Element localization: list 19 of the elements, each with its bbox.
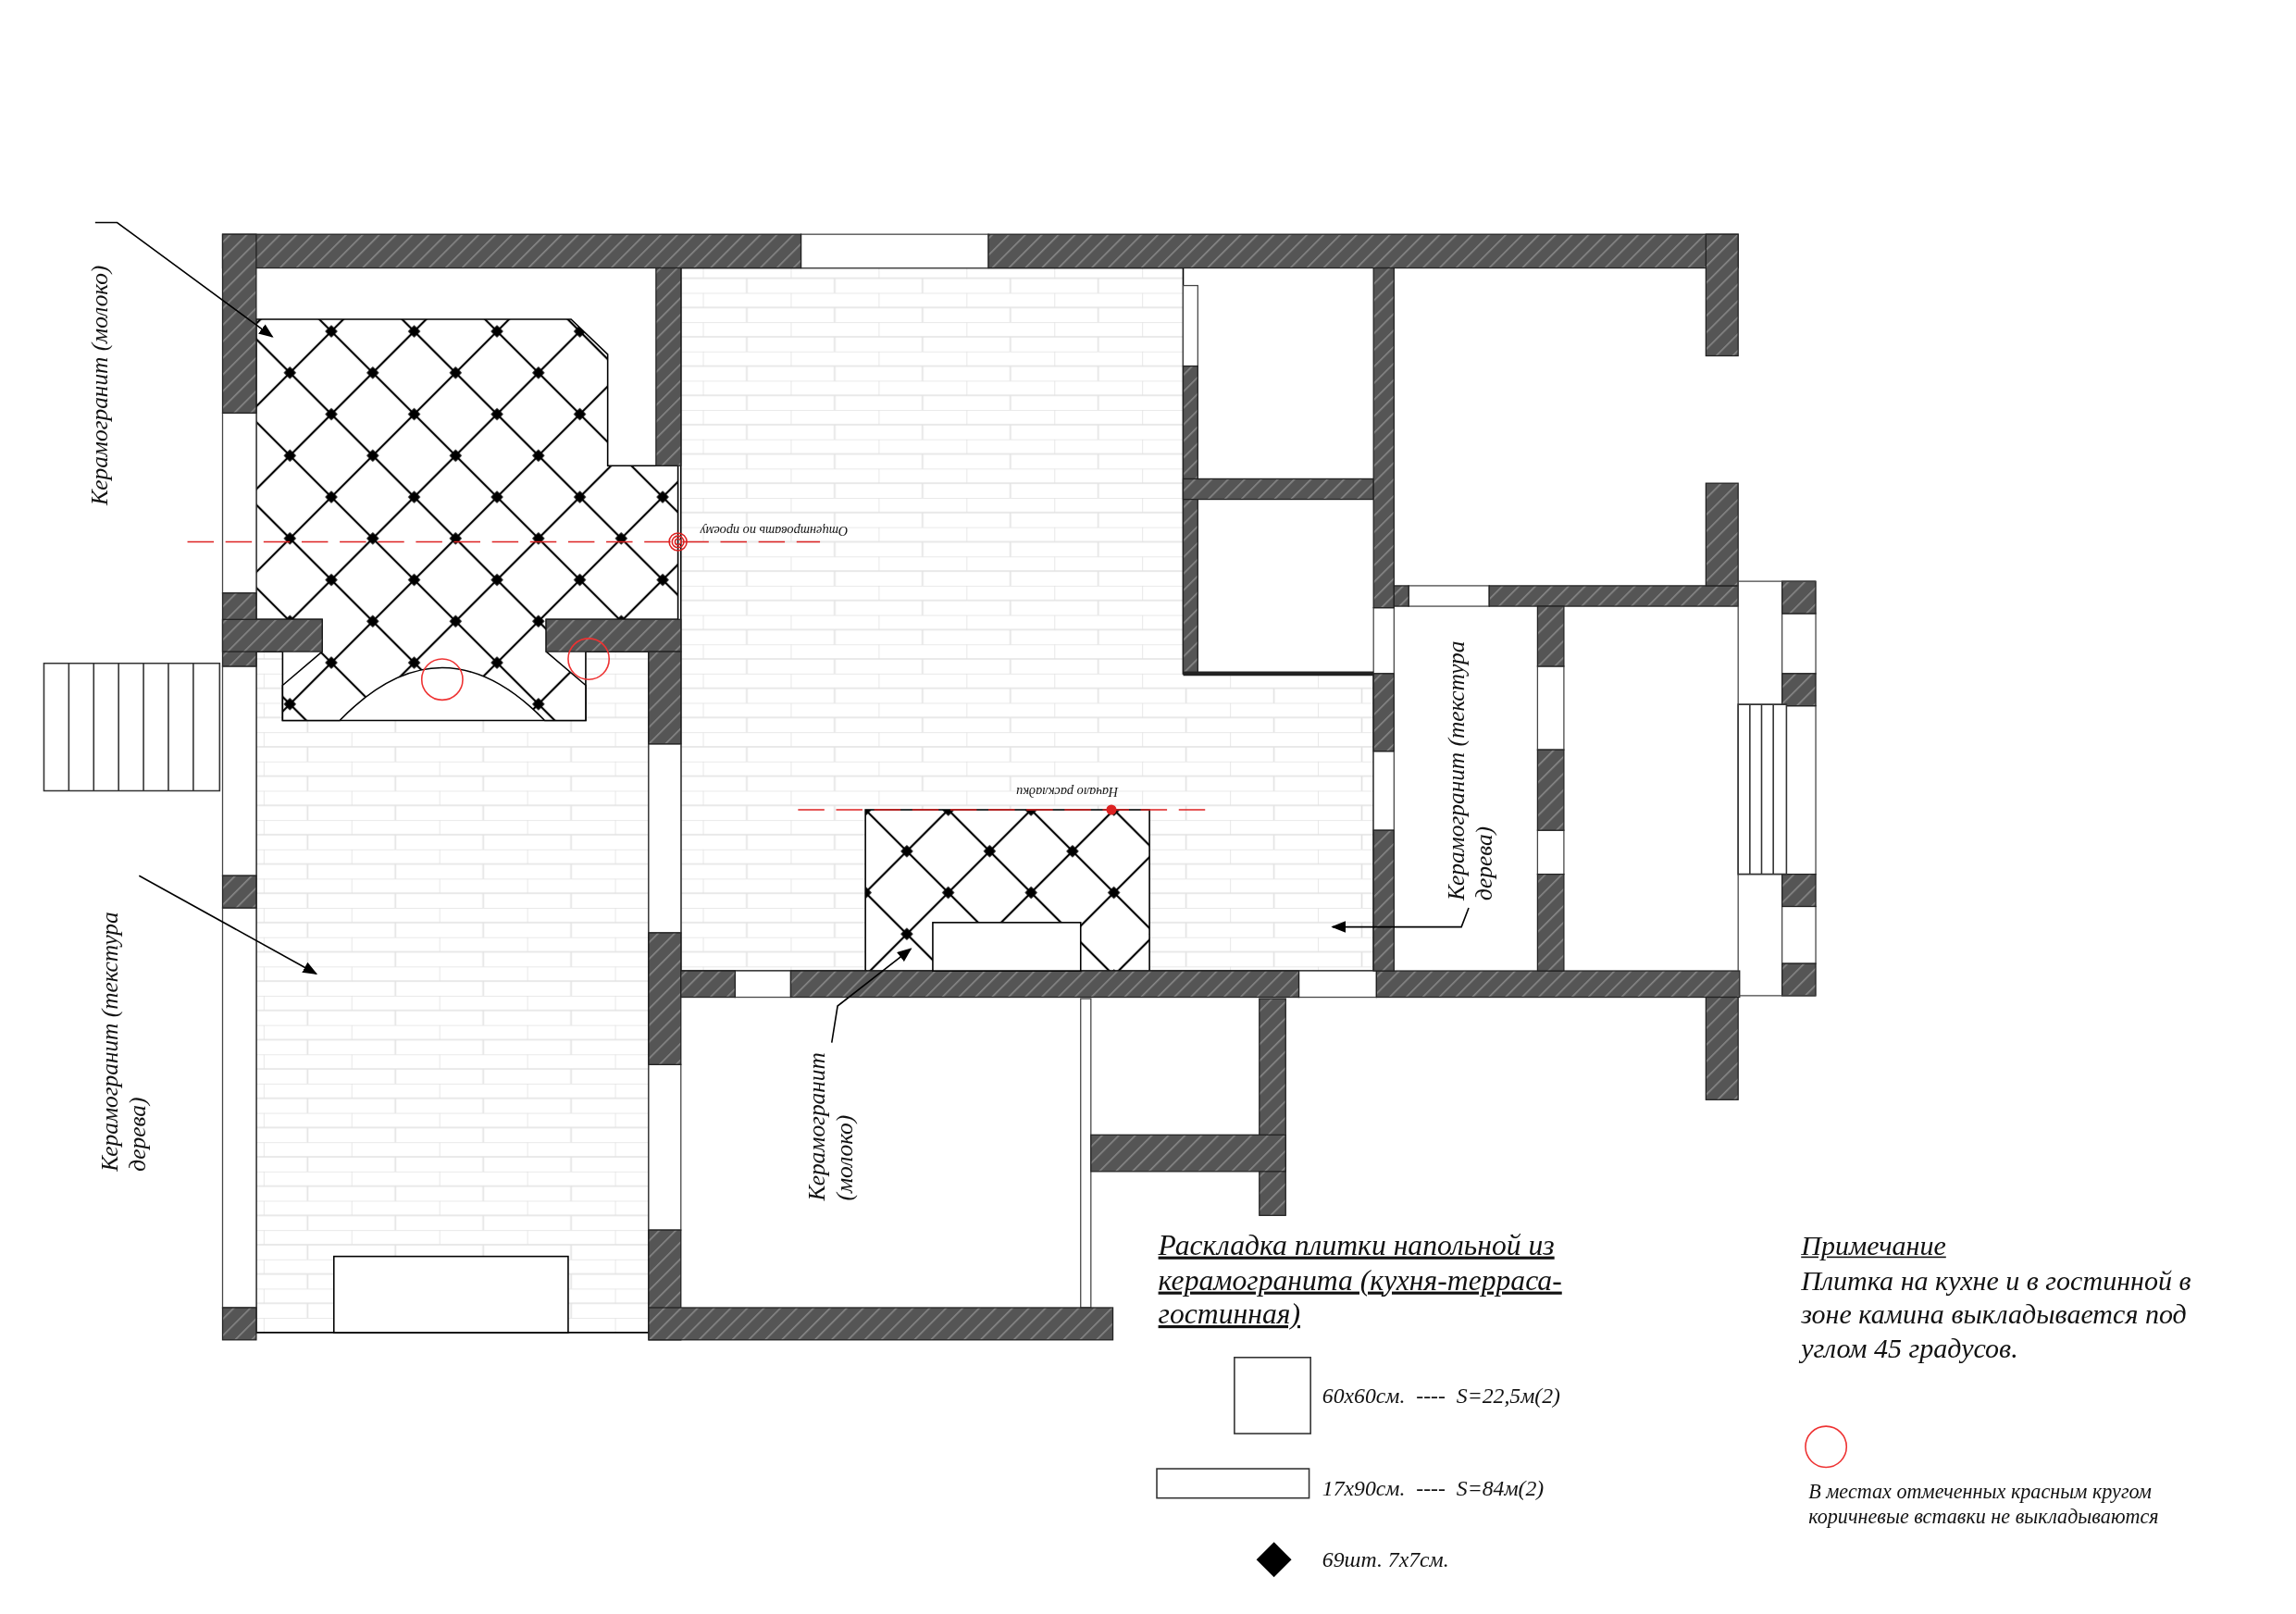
centering-note: Отцентровать по проему [700,523,849,539]
callout-text: Керамогранит (текстура дерева) [1442,622,1499,901]
legend-text: 60x60см. ---- S=22,5м(2) [1322,1383,1562,1409]
legend-text: В местах отмеченных красным кругом коричневые вставки не выкладываются [1808,1480,2160,1530]
callout-text: Керамогранит (молоко) [802,1010,859,1201]
start-note: Начало раскладки [1016,783,1119,800]
callout-text: Керамогранит (молоко) [84,227,114,505]
leader-line [830,948,912,1044]
callout-text: Керамогранит (текстура дерева) [94,863,152,1172]
leader-line [1331,907,1470,933]
legend-text: 69шт. 7x7см. [1322,1546,1450,1573]
legend-text: 17x90см. ---- S=84м(2) [1322,1474,1545,1501]
plank-tile-area [680,267,1374,972]
note-text: Плитка на кухне и в гостинной в зоне камина выкладывается под углом 45 градусов. [1801,1265,2192,1365]
leader-line [138,875,318,975]
diagonal-tile-area [255,318,679,722]
note-heading: Примечание [1801,1230,1946,1263]
leader-line [94,221,274,338]
legend-title: Раскладка плитки напольной из керамогранита (кухня-терраса-гостинная) [1158,1228,1563,1333]
